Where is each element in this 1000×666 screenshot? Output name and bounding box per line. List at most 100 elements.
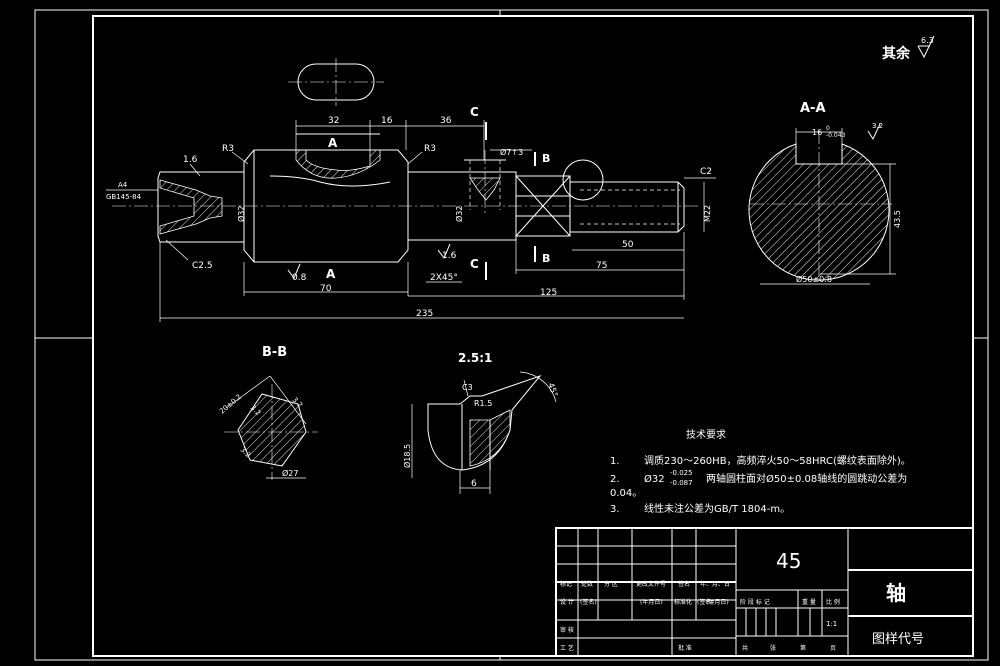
- section-bb-dim-phi27: Ø27: [282, 468, 298, 478]
- tech-req-1-num: 1.: [610, 456, 620, 467]
- square-section: [515, 175, 571, 237]
- row-label: 年、月、日: [700, 580, 730, 588]
- detail-angle: 45°: [546, 382, 559, 398]
- section-c-bottom: C: [470, 257, 479, 271]
- dim-125: 125: [540, 288, 557, 298]
- section-aa-body: [748, 143, 890, 281]
- section-aa-dim-phi50: Ø50±0.8: [796, 274, 832, 284]
- dim-phi32-left: Ø32: [236, 206, 246, 222]
- finish-note-roughness: 6.3: [921, 36, 934, 45]
- section-aa-dim-43-5: 43.5: [893, 210, 902, 228]
- detail-profile: [427, 374, 542, 471]
- design-row: (签名): [697, 598, 714, 606]
- section-aa-title: A-A: [800, 101, 826, 116]
- tech-req-2-tol-upper: -0.025: [670, 469, 693, 477]
- section-c-top: C: [470, 105, 479, 119]
- dim-phi7: Ø7↑3: [500, 147, 523, 157]
- main-shaft-view: C C B B A A 32 16 36 R3 R3 1.6 Ø7↑3 C2 A…: [106, 58, 716, 322]
- detail-phi18-5: Ø18.5: [402, 444, 412, 468]
- tech-req-2-num: 2.: [610, 474, 620, 485]
- section-aa-dim-16: 16: [812, 128, 822, 137]
- keyway-section: [295, 149, 381, 179]
- tech-req-2-tol-lower: -0.087: [670, 479, 693, 487]
- section-b-b: B-B 20±0.2 3.2 3.2 3.2 Ø27: [218, 345, 318, 480]
- design-row: 设 计: [560, 598, 574, 606]
- dim-16: 16: [381, 116, 393, 126]
- dim-1-6-mid: 1.6: [442, 251, 457, 261]
- section-aa-tol-upper: 0: [826, 125, 830, 132]
- dim-70: 70: [320, 284, 332, 294]
- dim-32: 32: [328, 116, 339, 126]
- detail-circle: [562, 159, 604, 201]
- dim-1-6-left: 1.6: [183, 155, 198, 165]
- tech-req-2-text-a: Ø32: [644, 473, 665, 485]
- thread-section: [570, 181, 685, 233]
- section-aa-roughness: 3.2: [872, 122, 883, 130]
- dim-50: 50: [622, 240, 634, 250]
- tech-req-2-text-b: 两轴圆柱面对Ø50±0.08轴线的圆跳动公差为: [706, 472, 907, 485]
- dim-235: 235: [416, 309, 433, 319]
- title-part-name: 轴: [886, 581, 906, 605]
- dim-r3-right: R3: [424, 144, 436, 154]
- review-label: 审 核: [560, 626, 574, 634]
- detail-view: 2.5:1 C3 R1.5 45° Ø18.5 6: [402, 351, 559, 494]
- center-hole: [159, 179, 223, 235]
- row-label: 处数: [581, 580, 593, 588]
- section-b-top: B: [542, 152, 550, 165]
- dim-r3-left: R3: [222, 144, 234, 154]
- row-label: 分 区: [604, 580, 618, 588]
- tech-req-1-text: 调质230～260HB，高频淬火50～58HRC(螺纹表面除外)。: [644, 454, 911, 467]
- stage-label: 重 量: [802, 598, 816, 606]
- sheet-label: 第: [800, 644, 806, 652]
- detail-title: 2.5:1: [458, 351, 492, 365]
- design-row: 标准化: [674, 598, 692, 606]
- tech-req-3-text: 线性未注公差为GB/T 1804-m。: [644, 502, 790, 515]
- row-label: 签名: [678, 580, 690, 588]
- design-row: (年月日): [640, 598, 663, 606]
- design-row: (年月日): [706, 598, 729, 606]
- detail-r1-5: R1.5: [474, 399, 492, 408]
- dim-75: 75: [596, 261, 607, 271]
- dim-c2-5: C2.5: [192, 261, 213, 271]
- approve-label: 批 准: [678, 644, 692, 652]
- title-block: 45 轴 图样代号 1:1 标记 处数 分 区 更改文件号 签名 年、月、日 设…: [555, 527, 974, 657]
- finish-note-text: 其余: [882, 45, 911, 62]
- section-bb-dim-20: 20±0.2: [218, 393, 243, 416]
- section-b-bottom: B: [542, 252, 550, 265]
- dim-phi32-right: Ø32: [454, 206, 464, 222]
- title-drawing-no: 图样代号: [872, 632, 924, 647]
- dim-36: 36: [440, 116, 452, 126]
- sheet-label: 张: [770, 644, 776, 652]
- process-label: 工 艺: [560, 644, 574, 652]
- tech-req-2b-text: 0.04。: [610, 488, 642, 499]
- section-a-bottom: A: [326, 267, 336, 281]
- design-row: (签名): [580, 598, 597, 606]
- roughness-symbol-icon: [917, 35, 935, 59]
- section-a-a: A-A 16 0 -0.043 3.2 43.5 Ø50±0.8: [748, 101, 902, 285]
- section-a-top: A: [328, 136, 338, 150]
- technical-requirements: 技术要求 1. 调质230～260HB，高频淬火50～58HRC(螺纹表面除外)…: [610, 428, 911, 515]
- detail-c3: C3: [462, 383, 473, 392]
- tech-req-3-num: 3.: [610, 504, 620, 515]
- sheet-outer-border: [34, 9, 989, 661]
- stage-label: 比 例: [826, 598, 840, 606]
- tech-req-title: 技术要求: [686, 428, 726, 441]
- title-scale: 1:1: [826, 620, 837, 628]
- dim-0-8: 0.8: [292, 273, 307, 283]
- row-label: 标记: [560, 580, 572, 588]
- sheet-label: 页: [830, 645, 836, 652]
- row-label: 更改文件号: [636, 580, 666, 588]
- detail-dim-6: 6: [471, 479, 477, 489]
- section-aa-tol-lower: -0.043: [826, 132, 846, 139]
- label-a4: A4: [118, 181, 128, 189]
- stage-label: 阶 段 标 记: [740, 598, 770, 606]
- dim-m22: M22: [703, 205, 712, 222]
- dim-chamfer: 2X45°: [430, 273, 458, 283]
- label-gb: GB145-84: [106, 193, 142, 201]
- sheet-label: 共: [742, 644, 748, 652]
- dim-c2: C2: [700, 167, 712, 177]
- title-material: 45: [776, 549, 801, 573]
- sheet-inner-border: [92, 15, 974, 657]
- section-bb-title: B-B: [262, 345, 287, 360]
